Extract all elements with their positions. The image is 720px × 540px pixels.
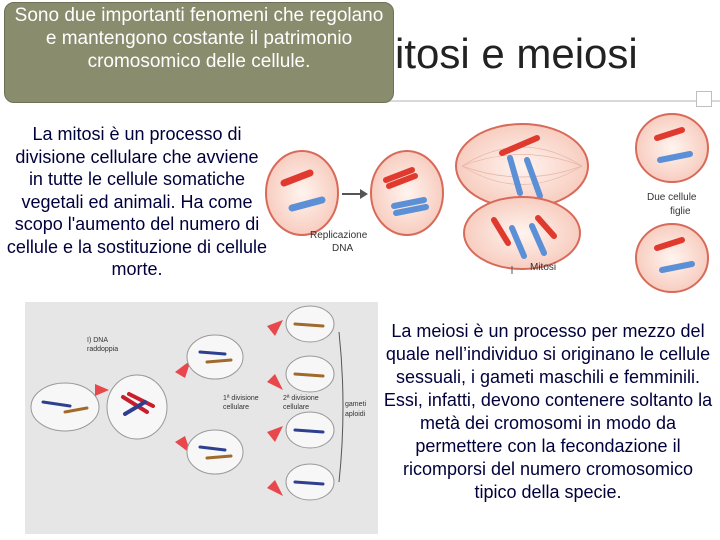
label-1-cellulare: cellulare xyxy=(223,404,249,411)
callout-box: Sono due importanti fenomeni che regolan… xyxy=(4,2,394,103)
chromosome xyxy=(121,395,149,414)
chromosome xyxy=(524,157,543,199)
meiosi-diagram: I) DNA raddoppia 1ª divisione cellulare … xyxy=(25,302,378,534)
label-figlie: figlie xyxy=(670,206,691,217)
chromosome xyxy=(535,215,557,239)
arrow xyxy=(95,384,109,396)
spindle xyxy=(461,146,583,185)
chromosome xyxy=(288,196,326,212)
chromosome xyxy=(507,155,523,196)
label-1-divisione: 1ª divisione xyxy=(223,395,259,402)
arrow xyxy=(267,480,283,496)
arrow-head xyxy=(360,189,368,199)
cell-replicated xyxy=(370,150,444,236)
label-dna: DNA xyxy=(332,243,353,254)
bracket xyxy=(338,331,344,483)
chromosome xyxy=(509,225,527,259)
chromosome xyxy=(293,428,325,434)
arrow xyxy=(267,426,283,442)
slide-title: itosi e meiosi xyxy=(395,30,638,77)
chromosome xyxy=(127,392,155,408)
chromosome xyxy=(659,261,695,273)
chromosome xyxy=(386,173,418,189)
chromosome xyxy=(293,322,325,328)
cell-div1-top xyxy=(186,334,244,380)
chromosome xyxy=(123,400,147,416)
chromosome xyxy=(657,151,693,163)
title-bar: itosi e meiosi xyxy=(0,0,720,108)
chromosome xyxy=(205,358,233,364)
dividing-cell xyxy=(455,123,589,209)
chromosome xyxy=(491,217,511,246)
title-decoration-square xyxy=(696,91,712,107)
arrow xyxy=(267,320,283,336)
label-2-divisione: 2ª divisione xyxy=(283,395,319,402)
dividing-cell-lower xyxy=(463,196,581,270)
chromosome xyxy=(654,127,685,141)
mitosi-description: La mitosi è un processo di divisione cel… xyxy=(6,124,268,279)
label-due-cellule: Due cellule xyxy=(647,192,697,203)
cell-div1-bottom xyxy=(186,429,244,475)
cell-initial xyxy=(265,150,339,236)
arrow xyxy=(175,360,191,378)
chromosome xyxy=(205,454,233,460)
mitosi-diagram: Replicazione DNA Mitosi Due cellule figl… xyxy=(265,113,709,293)
label-replicazione: Replicazione xyxy=(310,230,368,241)
chromosome xyxy=(293,480,325,486)
chromosome xyxy=(654,237,685,251)
chromosome xyxy=(280,169,314,187)
chromosome xyxy=(198,445,227,452)
daughter-cell-bottom xyxy=(635,223,709,293)
chromosome xyxy=(198,350,227,356)
label-mitosi: Mitosi xyxy=(530,262,556,273)
chromosome xyxy=(383,167,415,183)
chromosome xyxy=(293,372,325,378)
meiosi-description: La meiosi è un processo per mezzo del qu… xyxy=(383,321,713,502)
arrow xyxy=(267,374,283,390)
label-gameti: gameti xyxy=(345,401,366,408)
label-2-cellulare: cellulare xyxy=(283,404,309,411)
chromosome xyxy=(393,204,429,216)
title-rule xyxy=(385,100,720,102)
chromosome xyxy=(391,197,427,209)
chromosome xyxy=(63,406,89,414)
label-dna: I) DNA xyxy=(87,337,108,344)
label-aploidi: aploidi xyxy=(345,411,366,418)
label-raddoppia: raddoppia xyxy=(87,346,118,353)
daughter-cell-top xyxy=(635,113,709,183)
cell-diploid xyxy=(30,382,100,432)
chromosome xyxy=(529,223,547,256)
chromosome xyxy=(41,400,72,408)
chromosome xyxy=(499,135,540,156)
